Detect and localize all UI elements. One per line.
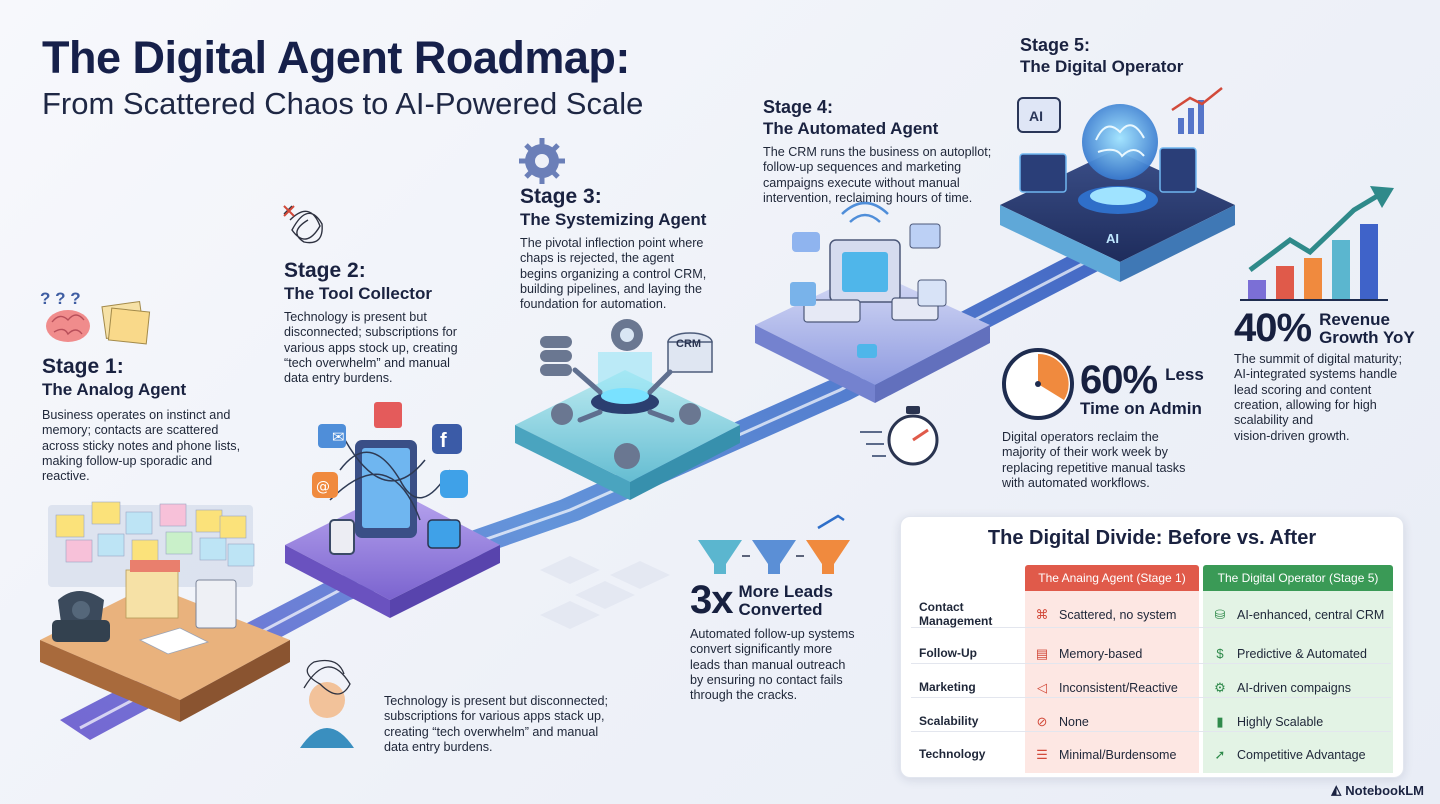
ai-chip-label: AI <box>1029 108 1043 124</box>
table-cell-after: ➚Competitive Advantage <box>1209 747 1366 763</box>
ai-platform-label: AI <box>1106 231 1119 246</box>
page-subtitle: From Scattered Chaos to AI-Powered Scale <box>42 86 644 121</box>
stat-leads-line1: More Leads <box>738 581 833 601</box>
stat-revenue-head: 40% Revenue Growth YoY <box>1234 306 1415 351</box>
stage-4-label: Stage 4: <box>763 97 834 117</box>
stage-1: Stage 1: The Analog Agent Business opera… <box>42 355 241 485</box>
stat-admin-line1: Less <box>1165 365 1204 384</box>
network-icon: ⌘ <box>1035 607 1049 622</box>
crm-label: CRM <box>676 338 701 350</box>
table-cell-after: ⛁AI-enhanced, central CRM <box>1209 607 1385 623</box>
stat-revenue-line1: Revenue <box>1319 309 1390 329</box>
table-cell-before: ▤Memory-based <box>1031 646 1143 662</box>
svg-text:? ? ?: ? ? ? <box>40 289 81 308</box>
stage-4-desc: The CRM runs the business on autopllot;f… <box>763 144 992 205</box>
comparison-header-before: The Anaing Agent (Stage 1) <box>1025 565 1199 591</box>
stage-2: Stage 2: The Tool Collector Technology i… <box>284 259 458 387</box>
stat-revenue-value: 40% <box>1234 306 1312 350</box>
ai-gear-icon: ⚙ <box>1214 680 1226 695</box>
page-title: The Digital Agent Roadmap: <box>42 32 630 83</box>
no-entry-icon: ⊘ <box>1036 714 1048 729</box>
bar-chart-icon: ▮ <box>1216 714 1224 729</box>
svg-text:✉: ✉ <box>332 428 345 446</box>
comparison-title: The Digital Divide: Before vs. After <box>987 527 1317 549</box>
comparison-header-after: The Digital Operator (Stage 5) <box>1203 565 1393 591</box>
stage-5-name: The Digital Operator <box>1020 56 1184 76</box>
table-cell-before: ⊘None <box>1031 714 1089 730</box>
rocket-icon: ➚ <box>1214 747 1226 762</box>
table-row-label: Contact Management <box>919 600 993 628</box>
stage-3-name: The Systemizing Agent <box>520 210 707 230</box>
server-icon: ☰ <box>1036 747 1048 762</box>
stat-admin-line2: Time on Admin <box>1080 399 1202 418</box>
table-row-label: Scalability <box>919 714 979 728</box>
stage-4-name: The Automated Agent <box>763 118 939 138</box>
stage-3: Stage 3: The Systemizing Agent The pivot… <box>520 185 707 313</box>
notebooklm-brand: ◭ NotebookLM <box>1331 782 1424 798</box>
notes-icon: ▤ <box>1035 646 1049 661</box>
table-cell-before: ◁Inconsistent/Reactive <box>1031 680 1178 696</box>
after-column <box>1203 591 1393 773</box>
table-cell-after: $Predictive & Automated <box>1209 646 1367 661</box>
stage-5-label: Stage 5: <box>1020 35 1091 55</box>
table-cell-after: ▮Highly Scalable <box>1209 714 1323 730</box>
overwhelm-note: Technology is present but disconnected;s… <box>384 694 609 755</box>
svg-text:f: f <box>440 430 447 452</box>
stat-leads-line2: Converted <box>738 599 823 619</box>
stage-5: Stage 5: The Digital Operator <box>1020 36 1183 77</box>
before-column <box>1025 591 1199 773</box>
hand-coin-icon: $ <box>1216 646 1224 661</box>
database-icon: ⛁ <box>1214 607 1226 622</box>
svg-text:@: @ <box>316 479 330 495</box>
table-cell-before: ⌘Scattered, no system <box>1031 607 1177 623</box>
notebooklm-logo-icon: ◭ <box>1331 782 1342 797</box>
stage-1-label: Stage 1: <box>42 355 124 378</box>
comparison-card: The Digital Divide: Before vs. After The… <box>900 516 1404 778</box>
table-row-label: Technology <box>919 747 986 761</box>
megaphone-icon: ◁ <box>1037 680 1047 695</box>
table-cell-after: ⚙AI-driven compaigns <box>1209 680 1351 696</box>
stage-2-label: Stage 2: <box>284 259 366 282</box>
stage-4: Stage 4: The Automated Agent The CRM run… <box>763 98 991 206</box>
table-row-label: Marketing <box>919 680 976 694</box>
table-row-label: Follow-Up <box>919 646 977 660</box>
stage-2-name: The Tool Collector <box>284 284 432 304</box>
stat-leads: 3x More Leads Converted Automated follow… <box>690 578 855 704</box>
stage-3-label: Stage 3: <box>520 185 602 208</box>
stage-1-name: The Analog Agent <box>42 380 187 400</box>
stat-revenue-desc: The summit of digital maturity;AI-integr… <box>1234 352 1402 443</box>
table-cell-before: ☰Minimal/Burdensome <box>1031 747 1176 763</box>
stat-admin-value: 60% <box>1080 358 1158 402</box>
stat-revenue-line2: Growth YoY <box>1319 327 1415 347</box>
stat-admin-head: 60% Less <box>1080 358 1204 403</box>
stat-leads-value: 3x <box>690 578 733 622</box>
